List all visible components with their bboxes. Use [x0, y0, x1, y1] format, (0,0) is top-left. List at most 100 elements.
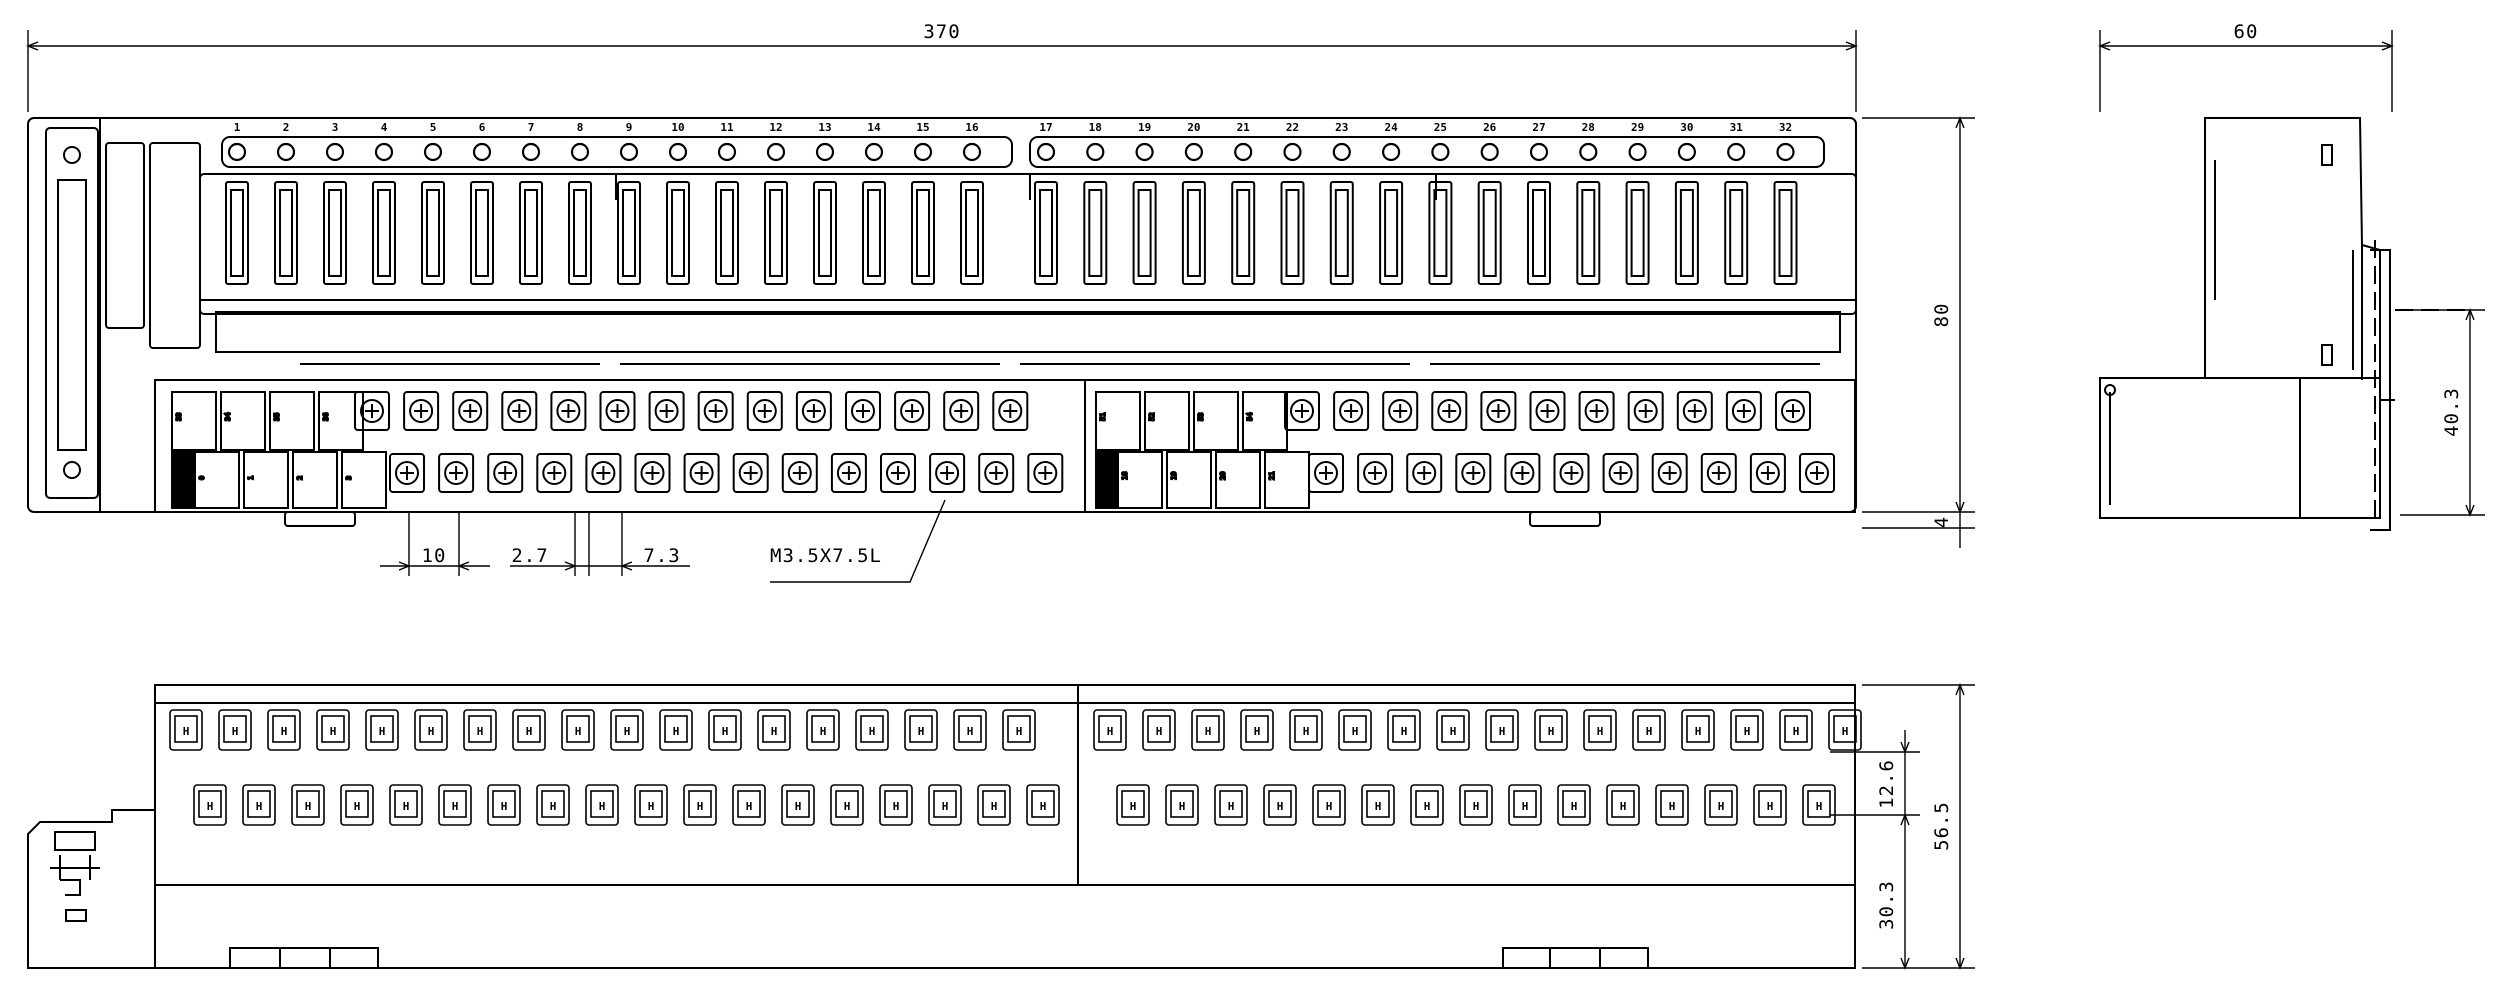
din-clip-right: [1529, 511, 1601, 527]
channel-number-label: 21: [1237, 121, 1251, 134]
led-indicator: [962, 142, 982, 162]
dim-side-width: 60: [2234, 21, 2259, 43]
front-terminal-lower-face: [394, 790, 418, 818]
channel-number-label: 8: [577, 121, 584, 134]
front-terminal-lower-face: [1709, 790, 1733, 818]
terminal-screw-lower-housing: [1602, 453, 1639, 493]
front-terminal-upper-face: [1294, 715, 1318, 743]
terminal-screw-lower-housing: [830, 453, 867, 493]
relay-slot-inner: [524, 189, 538, 277]
terminal-screw-upper-slot: [1540, 404, 1555, 418]
front-terminal-upper-face: [174, 715, 198, 743]
terminal-label-text: 34: [224, 413, 232, 421]
led-indicator: [1431, 142, 1450, 162]
channel-number-label: 15: [916, 121, 929, 134]
front-terminal-upper: [1142, 709, 1176, 751]
terminal-block: [154, 379, 1856, 513]
led-indicator: [1036, 142, 1056, 162]
dim-front-offset-upper: 12.6: [1876, 759, 1898, 809]
front-terminal-upper-face: [762, 715, 786, 743]
led-indicator: [1184, 142, 1204, 162]
relay-slot-inner: [1285, 189, 1300, 277]
terminal-screw-lower-slot: [1038, 466, 1053, 480]
relay-slot-inner: [1482, 189, 1497, 277]
terminal-screw-lower-slot: [1662, 466, 1677, 480]
terminal-screw-upper-housing: [452, 391, 489, 431]
front-terminal-upper: [1779, 709, 1813, 751]
front-terminal-lower: [291, 784, 325, 826]
relay-slot-inner: [1778, 189, 1793, 277]
terminal-screw-lower-housing: [1455, 453, 1492, 493]
channel-number-label: 3: [332, 121, 339, 134]
front-terminal-lower-glyph: H: [452, 800, 459, 813]
front-terminal-lower: [1361, 784, 1395, 826]
front-terminal-upper-glyph: H: [1156, 725, 1163, 738]
terminal-screw-lower-housing: [389, 453, 425, 493]
led-indicator: [374, 142, 394, 162]
front-terminal-upper-face: [909, 715, 933, 743]
front-terminal-lower: [1214, 784, 1248, 826]
dim-gap-large: 7.3: [643, 545, 680, 567]
relay-slot-inner: [426, 189, 440, 277]
terminal-screw-lower: [395, 461, 419, 485]
terminal-screw-upper-slot: [1638, 404, 1653, 418]
terminal-screw-lower-slot: [743, 466, 758, 480]
front-terminal-upper-face: [1147, 715, 1171, 743]
led-indicator: [1677, 142, 1697, 162]
front-terminal-upper: [1681, 709, 1715, 751]
terminal-screw-lower-housing: [438, 453, 475, 493]
label-plate-right: [149, 142, 201, 349]
front-terminal-lower-glyph: H: [697, 800, 704, 813]
terminal-screw-lower-slot: [792, 466, 807, 480]
front-view-left-bracket: [27, 809, 155, 969]
relay-slot-inner: [818, 189, 832, 277]
front-terminal-lower: [1753, 784, 1787, 826]
relay-slot: [960, 181, 984, 285]
front-terminal-lower: [1263, 784, 1297, 826]
front-view-bracket-latch: [54, 831, 96, 851]
relay-slot: [715, 181, 739, 285]
front-terminal-lower-face: [786, 790, 810, 818]
terminal-screw-upper-slot: [1589, 404, 1604, 418]
front-terminal-lower-glyph: H: [599, 800, 606, 813]
relay-slot: [1231, 181, 1256, 285]
terminal-screw-lower-slot: [1417, 466, 1432, 480]
front-terminal-upper: [1338, 709, 1372, 751]
terminal-screw-lower: [444, 461, 469, 485]
relay-slot: [1181, 181, 1206, 285]
terminal-screw-upper-slot: [1295, 404, 1309, 418]
front-view-rail: [155, 685, 1855, 886]
front-view-bracket-spring: [50, 855, 100, 896]
front-terminal-upper-face: [321, 715, 345, 743]
connector-screw-top: [63, 146, 81, 164]
terminal-screw-lower-housing: [1553, 453, 1590, 493]
terminal-screw-lower-housing: [1749, 453, 1786, 493]
terminal-screw-lower: [886, 461, 910, 485]
terminal-screw-upper-slot: [1786, 404, 1800, 418]
front-terminal-lower-face: [1611, 790, 1635, 818]
led-indicator: [570, 142, 590, 162]
front-terminal-upper: [806, 709, 840, 751]
terminal-screw-upper-slot: [708, 404, 723, 418]
terminal-screw-lower-housing: [487, 453, 524, 493]
relay-slot: [1329, 181, 1354, 285]
front-terminal-upper-glyph: H: [1842, 725, 1849, 738]
channel-number-label: 25: [1434, 121, 1447, 134]
terminal-label-tile: [1193, 391, 1239, 451]
front-terminal-upper-glyph: H: [1499, 725, 1506, 738]
terminal-screw-upper-slot: [1736, 404, 1751, 418]
terminal-label-tile: [1215, 451, 1261, 509]
terminal-screw-upper-housing: [599, 391, 636, 431]
terminal-screw-upper-housing: [1676, 391, 1713, 431]
terminal-screw-upper: [801, 399, 826, 423]
led-indicator: [1332, 142, 1351, 162]
front-terminal-upper-glyph: H: [820, 725, 827, 738]
relay-slot-inner: [1581, 189, 1596, 277]
front-terminal-lower-face: [590, 790, 614, 818]
front-terminal-upper: [904, 709, 938, 751]
relay-socket-bay: [199, 173, 1857, 315]
front-terminal-upper: [1289, 709, 1323, 751]
